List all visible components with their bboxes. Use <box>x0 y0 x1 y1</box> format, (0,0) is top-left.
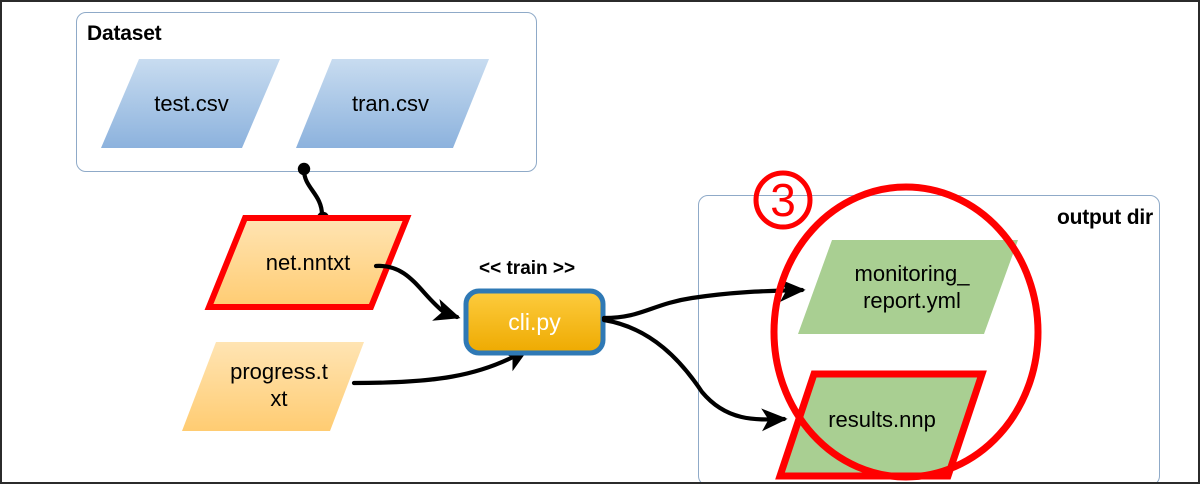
node-results-nnp-label: results.nnp <box>828 406 936 432</box>
node-progress-txt-label: progress.t xt <box>230 359 328 411</box>
arrow-progress-txt-to-cli <box>351 347 530 386</box>
group-title-output-dir: output dir <box>1057 206 1153 229</box>
node-tran-csv-label: tran.csv <box>351 90 430 116</box>
connector-dot-end <box>316 211 330 225</box>
stereotype-train-label: << train >> <box>479 258 576 279</box>
arrow-net-nntxt-to-cli <box>373 263 461 321</box>
group-title-dataset: Dataset <box>87 22 162 45</box>
node-net-nntxt-label: net.nntxt <box>265 249 351 275</box>
node-monitoring-report-label: monitoring_ report.yml <box>854 261 970 313</box>
connector-dataset-to-net-nntxt <box>301 167 325 218</box>
step-badge-3-label: 3 <box>770 174 796 226</box>
node-test-csv-label: test.csv <box>154 90 229 116</box>
node-cli-py-label: cli.py <box>508 308 561 335</box>
